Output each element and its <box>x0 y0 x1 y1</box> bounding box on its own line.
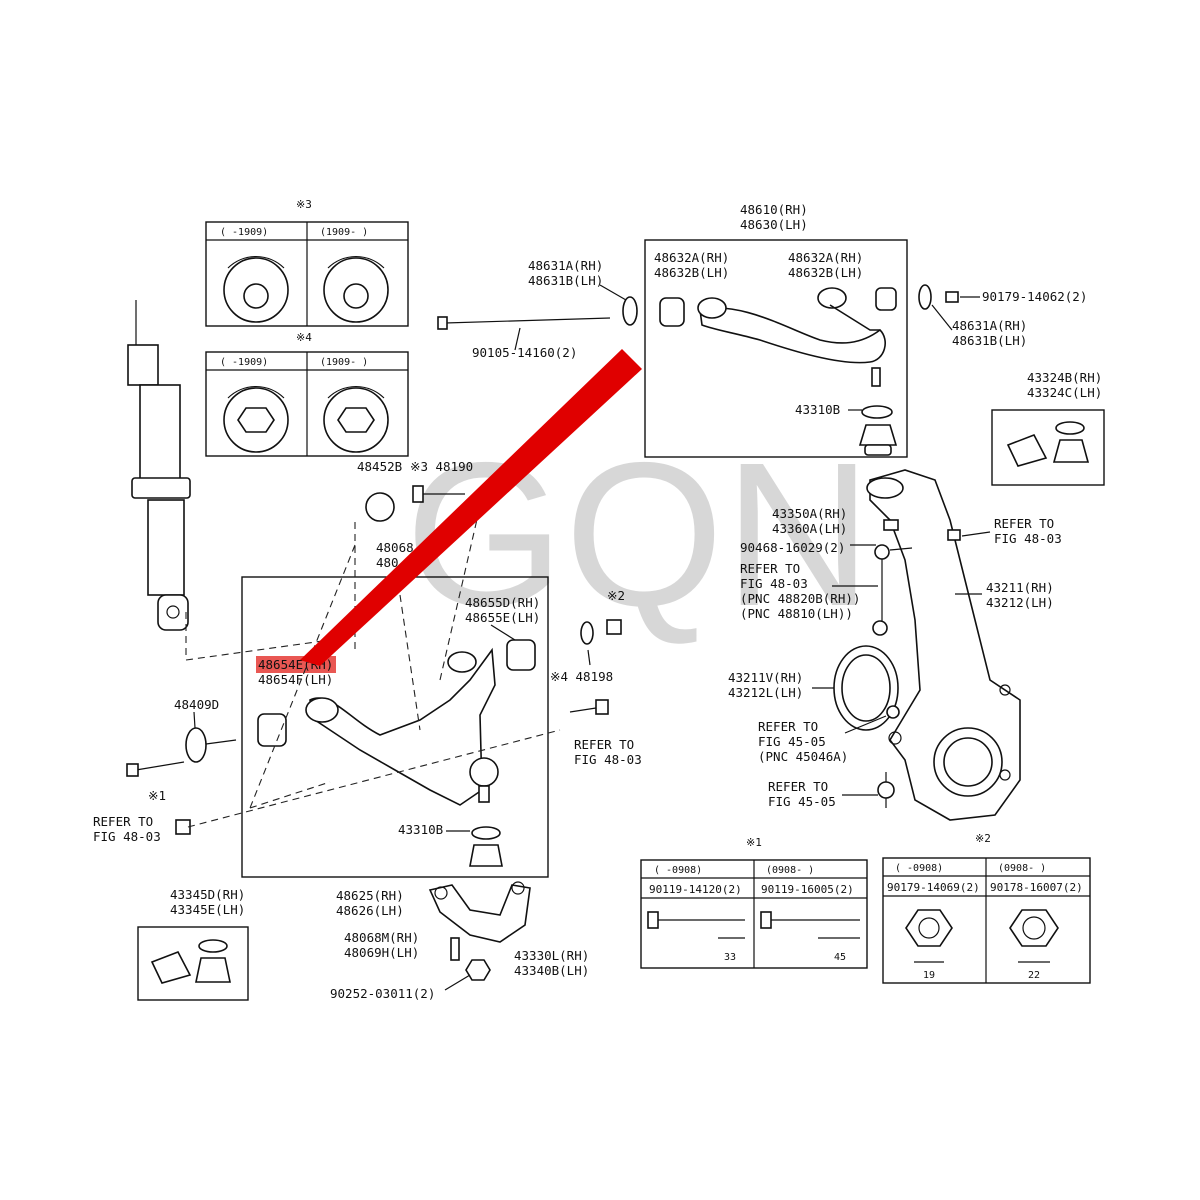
refer-4505b-1: REFER TO <box>768 779 828 794</box>
n48409d-label: 48409D <box>174 697 219 712</box>
inset-3-col-1: ( -1909) <box>220 227 268 238</box>
inset-4-mark: ※4 <box>296 331 312 344</box>
bottom-parts: 48625(RH) 48626(LH) 48068M(RH) 48069H(LH… <box>330 881 589 1001</box>
boot-kit-upper-lh: 43324C(LH) <box>1027 385 1102 400</box>
cam-inset-3: ※3 ( -1909) (1909- ) <box>205 198 409 327</box>
n48068-partial-1: 48068 <box>376 540 414 555</box>
refer-4505b-2: FIG 45-05 <box>768 794 836 809</box>
upper-cam-left-lh: 48631B(LH) <box>528 273 603 288</box>
knuckle-rh: 43211(RH) <box>986 580 1054 595</box>
n90468-label: 90468-16029(2) <box>740 540 845 555</box>
upper-arm-label-lh: 48630(LH) <box>740 217 808 232</box>
n90252-label: 90252-03011(2) <box>330 986 435 1001</box>
upper-cam-right-rh: 48631A(RH) <box>952 318 1027 333</box>
n48068-partial-2: 480 <box>376 555 399 570</box>
refer-4505a-3: (PNC 45046A) <box>758 749 848 764</box>
bolt-table-mark: ※1 <box>746 836 762 849</box>
mark-1-label: ※1 <box>148 788 166 803</box>
steering-knuckle: 43350A(RH) 43360A(LH) 90468-16029(2) REF… <box>728 469 1062 821</box>
lower-arm-group: 48655D(RH) 48655E(LH) ※2 ※4 48198 REFER … <box>241 576 642 878</box>
cam-bolt-area: 48452B ※3 48190 48068 480 <box>357 459 473 570</box>
inset-3-mark: ※3 <box>296 198 312 211</box>
bolt-part-1: 90119-14120(2) <box>649 883 742 896</box>
upper-cam-right-lh: 48631B(LH) <box>952 333 1027 348</box>
n48068m-lh: 48069H(LH) <box>344 945 419 960</box>
upper-bushing-right-lh: 48632B(LH) <box>788 265 863 280</box>
n48452b-label: 48452B <box>357 459 402 474</box>
refer-stab-4: (PNC 48810(LH)) <box>740 606 853 621</box>
nut-part-1: 90179-14069(2) <box>887 881 980 894</box>
bolt-period-2: (0908- ) <box>766 865 814 876</box>
bolt-dim-2: 45 <box>834 952 846 963</box>
upper-ball-joint-label: 43310B <box>795 402 840 417</box>
n48654f-label: 48654F(LH) <box>258 672 333 687</box>
upper-bushing-right-rh: 48632A(RH) <box>788 250 863 265</box>
lower-ball-joint-label: 43310B <box>398 822 443 837</box>
upper-bolt-label: 90105-14160(2) <box>472 345 577 360</box>
n48068m-rh: 48068M(RH) <box>344 930 419 945</box>
bolt-part-2: 90119-16005(2) <box>761 883 854 896</box>
n48625-lh: 48626(LH) <box>336 903 404 918</box>
inset-3-col-2: (1909- ) <box>320 227 368 238</box>
refer-stab-3: (PNC 48820B(RH)) <box>740 591 860 606</box>
upper-nut-label: 90179-14062(2) <box>982 289 1087 304</box>
refer-top-1: REFER TO <box>994 516 1054 531</box>
n43350-rh: 43350A(RH) <box>772 506 847 521</box>
n48655-lh: 48655E(LH) <box>465 610 540 625</box>
inset-4-col-1: ( -1909) <box>220 357 268 368</box>
refer-left-2: FIG 48-03 <box>93 829 161 844</box>
nut-period-2: (0908- ) <box>998 863 1046 874</box>
n48625-rh: 48625(RH) <box>336 888 404 903</box>
refer-lower-bolt-2: FIG 48-03 <box>574 752 642 767</box>
nut-dim-1: 19 <box>923 970 935 981</box>
bolt-dim-1: 33 <box>724 952 736 963</box>
n43330-lh: 43340B(LH) <box>514 963 589 978</box>
nut-table-mark: ※2 <box>975 832 991 845</box>
shock-absorber <box>127 300 191 631</box>
n43350-lh: 43360A(LH) <box>772 521 847 536</box>
nut-table: ※2 ( -0908) (0908- ) 90179-14069(2) 9017… <box>882 832 1091 984</box>
inset-4-col-2: (1909- ) <box>320 357 368 368</box>
refer-4505a-2: FIG 45-05 <box>758 734 826 749</box>
boot-kit-upper-rh: 43324B(RH) <box>1027 370 1102 385</box>
nut-period-1: ( -0908) <box>895 863 943 874</box>
leader-lines <box>185 514 561 828</box>
upper-bushing-rh: 48632A(RH) <box>654 250 729 265</box>
lower-cam-bolt: 48409D ※1 REFER TO FIG 48-03 <box>93 697 237 844</box>
upper-arm-group: 48610(RH) 48630(LH) 48631A(RH) 48631B(LH… <box>437 202 1087 458</box>
red-pointer-arrow <box>300 349 642 666</box>
bolt-period-1: ( -0908) <box>654 865 702 876</box>
refer-stab-1: REFER TO <box>740 561 800 576</box>
upper-bushing-lh: 48632B(LH) <box>654 265 729 280</box>
boot-kit-upper: 43324B(RH) 43324C(LH) <box>991 370 1105 486</box>
mark-2-label: ※2 <box>607 588 625 603</box>
boot-kit-lower-lh: 43345E(LH) <box>170 902 245 917</box>
refer-4505a-1: REFER TO <box>758 719 818 734</box>
knuckle-lh: 43212(LH) <box>986 595 1054 610</box>
n48190-label: ※3 48190 <box>410 459 473 474</box>
seal-lh: 43212L(LH) <box>728 685 803 700</box>
bolt-table: ※1 ( -0908) (0908- ) 90119-14120(2) 9011… <box>640 836 868 969</box>
watermark: GQN <box>405 420 872 649</box>
nut-part-2: 90178-16007(2) <box>990 881 1083 894</box>
refer-top-2: FIG 48-03 <box>994 531 1062 546</box>
seal-rh: 43211V(RH) <box>728 670 803 685</box>
refer-left-1: REFER TO <box>93 814 153 829</box>
boot-kit-lower-rh: 43345D(RH) <box>170 887 245 902</box>
cam-inset-4: ※4 ( -1909) (1909- ) <box>205 331 409 457</box>
upper-cam-left-rh: 48631A(RH) <box>528 258 603 273</box>
upper-arm-label-rh: 48610(RH) <box>740 202 808 217</box>
n48655-rh: 48655D(RH) <box>465 595 540 610</box>
mark-4-48198: ※4 48198 <box>550 669 613 684</box>
n43330-rh: 43330L(RH) <box>514 948 589 963</box>
nut-dim-2: 22 <box>1028 970 1040 981</box>
refer-lower-bolt-1: REFER TO <box>574 737 634 752</box>
refer-stab-2: FIG 48-03 <box>740 576 808 591</box>
boot-kit-lower: 43345D(RH) 43345E(LH) <box>137 887 249 1001</box>
